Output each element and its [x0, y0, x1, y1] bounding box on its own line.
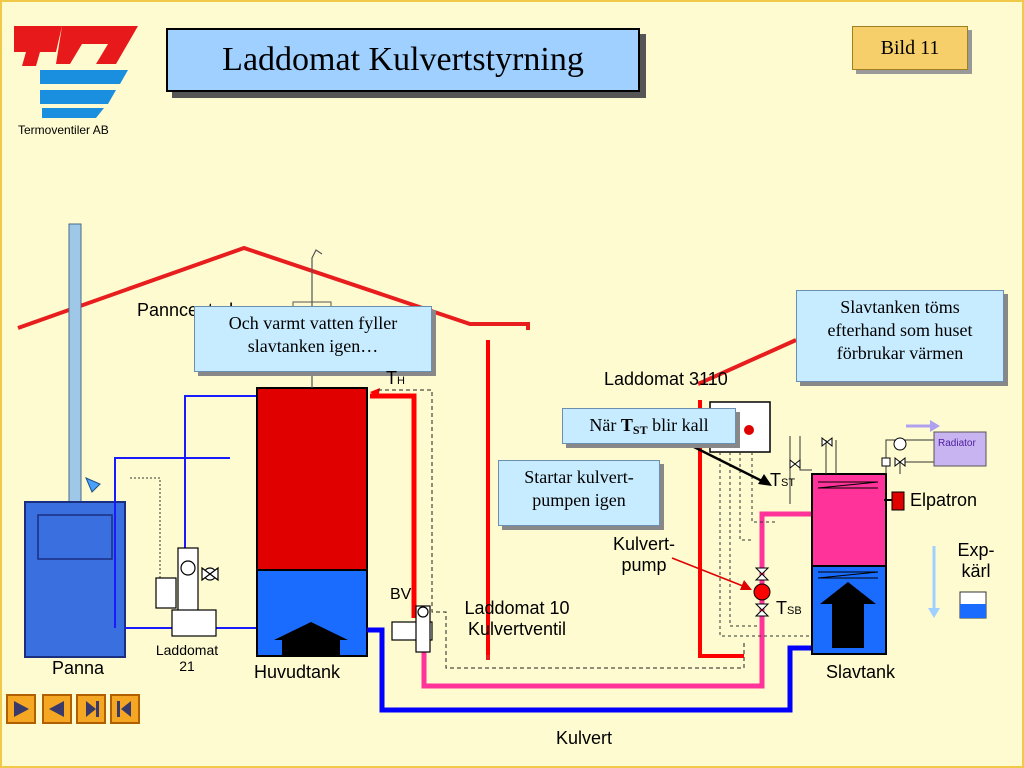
laddomat-21-line1: Laddomat: [155, 642, 219, 658]
radiator-box: [933, 431, 987, 467]
next-icon: [86, 701, 99, 717]
next-button[interactable]: [76, 694, 106, 724]
tst-arrow: [679, 438, 769, 486]
laddomat-10-line1: Laddomat 10: [464, 598, 570, 618]
slave-tank: [811, 473, 887, 655]
slavtank-label: Slavtank: [826, 662, 896, 682]
kulvert-pump-line2: pump: [621, 555, 667, 575]
valve-top: [821, 436, 833, 448]
control-line: [378, 389, 745, 669]
kulvert-pump-line1: Kulvert-: [612, 534, 675, 554]
radiator-pump: [893, 437, 907, 451]
th-symbol: T: [386, 368, 397, 388]
termoventiler-logo: [14, 26, 138, 118]
th-sub: H: [397, 375, 405, 387]
play-icon: [14, 701, 29, 717]
mixed-pipe: [421, 511, 812, 689]
callout-cold-symbol: T: [620, 415, 633, 435]
laddomat-21-line2: 21: [179, 658, 195, 674]
tsb-symbol: T: [776, 598, 787, 618]
chimney: [68, 223, 82, 505]
controller-wires: [719, 452, 810, 637]
valve-side: [789, 458, 801, 470]
elpatron-label: Elpatron: [910, 490, 978, 510]
radiator-label: Radiator: [938, 438, 976, 449]
expkarl-line2: kärl: [961, 561, 991, 581]
sensor-line: [130, 477, 161, 590]
hot-supply-pipe: [370, 393, 417, 618]
kulvert-label: Kulvert: [556, 728, 613, 748]
th-sensor: [370, 388, 380, 398]
pump-pointer: [671, 557, 749, 589]
boiler: [24, 501, 126, 658]
radiator-loop: [789, 436, 934, 504]
callout-restart: Startar kulvert-pumpen igen: [498, 460, 660, 526]
boiler-thermostat: [85, 477, 101, 493]
play-button[interactable]: [6, 694, 36, 724]
laddomat-10-label: Laddomat 10 Kulvertventil: [444, 598, 590, 640]
expkarl-line1: Exp-: [957, 540, 995, 560]
elpatron-heater: [891, 491, 905, 511]
tst-label: TST: [770, 470, 795, 491]
main-tank: [256, 387, 368, 657]
kulvert-pump: [753, 567, 771, 617]
page-title: Laddomat Kulvertstyrning: [166, 28, 640, 92]
callout-refill: Och varmt vatten fyller slavtanken igen…: [194, 306, 432, 372]
callout-cold: När TST blir kall: [562, 408, 736, 444]
tst-sub: ST: [781, 477, 796, 489]
callout-drain: Slavtanken töms efterhand som huset förb…: [796, 290, 1004, 382]
callout-cold-prefix: När: [589, 415, 621, 435]
expkarl-label: Exp- kärl: [944, 540, 1008, 582]
tsb-label: TSB: [776, 598, 802, 619]
laddomat-21-label: Laddomat 21: [140, 642, 234, 674]
th-label: TH: [386, 368, 405, 389]
laddomat-21-unit: [155, 547, 219, 637]
company-name: Termoventiler AB: [18, 123, 109, 137]
panna-label: Panna: [52, 658, 105, 678]
callout-cold-suffix: blir kall: [647, 415, 709, 435]
previous-icon: [49, 701, 64, 717]
laddomat-3110-label: Laddomat 3110: [604, 369, 728, 389]
laddomat-10-line2: Kulvertventil: [467, 619, 567, 639]
cold-return-pipe: [367, 627, 812, 713]
callout-cold-sub: ST: [632, 423, 648, 437]
tst-symbol: T: [770, 470, 781, 490]
first-button[interactable]: [110, 694, 140, 724]
expansion-tank: [959, 591, 987, 619]
first-icon: [117, 701, 131, 717]
slide-number-badge: Bild 11: [852, 26, 968, 70]
previous-button[interactable]: [42, 694, 72, 724]
bv-label: BV: [390, 586, 412, 603]
tsb-sub: SB: [787, 605, 802, 617]
huvudtank-label: Huvudtank: [254, 662, 341, 682]
laddomat-10-valve: [391, 605, 433, 653]
hot-return-line: [698, 400, 744, 658]
kulvert-pump-label: Kulvert- pump: [596, 534, 692, 576]
